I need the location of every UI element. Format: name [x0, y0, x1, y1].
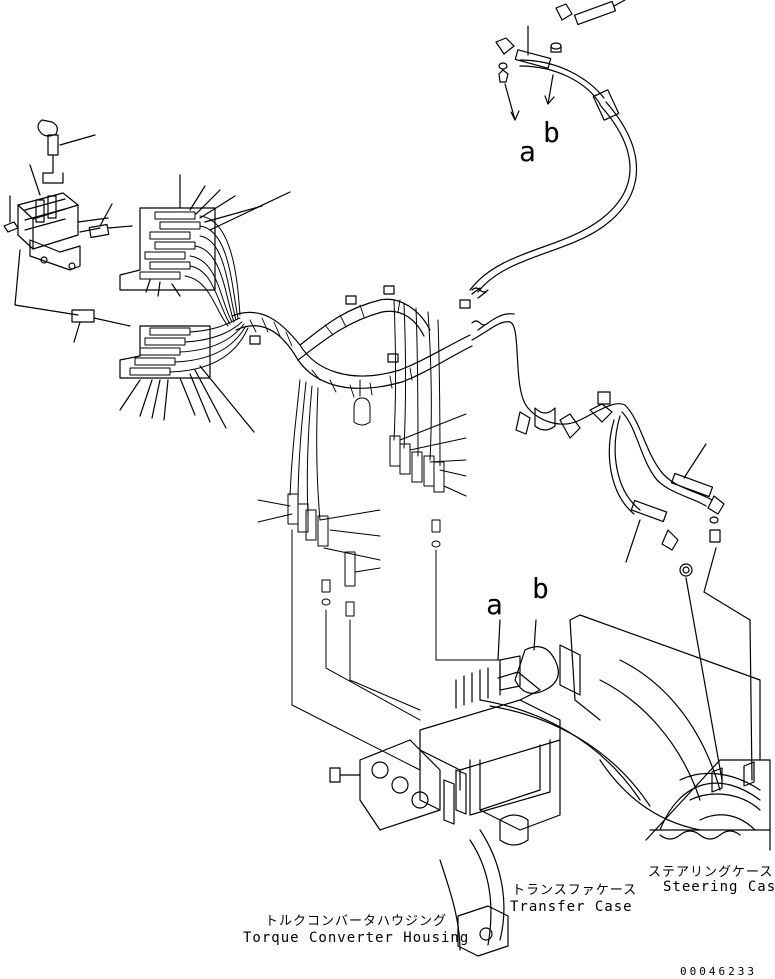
upper-manifold-stack	[119, 174, 291, 297]
callout-a-bottom: a	[486, 588, 503, 621]
steering-case-assembly	[649, 761, 771, 840]
transfer-case-label-jp: トランスファケース	[512, 883, 638, 898]
middle-left-hoses	[257, 379, 421, 771]
transfer-case-assembly	[329, 614, 771, 957]
top-hose-assembly	[469, 0, 638, 299]
middle-right-hoses	[353, 299, 501, 661]
transfer-case-label-en: Transfer Case	[510, 899, 633, 915]
callout-a-top: a	[519, 135, 536, 168]
callout-b-top: b	[543, 116, 560, 149]
right-fittings	[625, 443, 753, 781]
steering-case-label-en: Steering Case	[663, 879, 775, 895]
torque-converter-label-en: Torque Converter Housing	[243, 930, 470, 946]
steering-case-label-jp: ステアリングケース	[648, 865, 774, 880]
torque-converter-label-jp: トルクコンバータハウジング	[265, 914, 448, 929]
callout-b-bottom: b	[532, 572, 549, 605]
left-valve-block	[3, 119, 133, 343]
drawing-number: 00046233	[680, 965, 757, 978]
hose-bundle-left	[169, 215, 249, 373]
central-hose-bundle	[231, 285, 713, 515]
